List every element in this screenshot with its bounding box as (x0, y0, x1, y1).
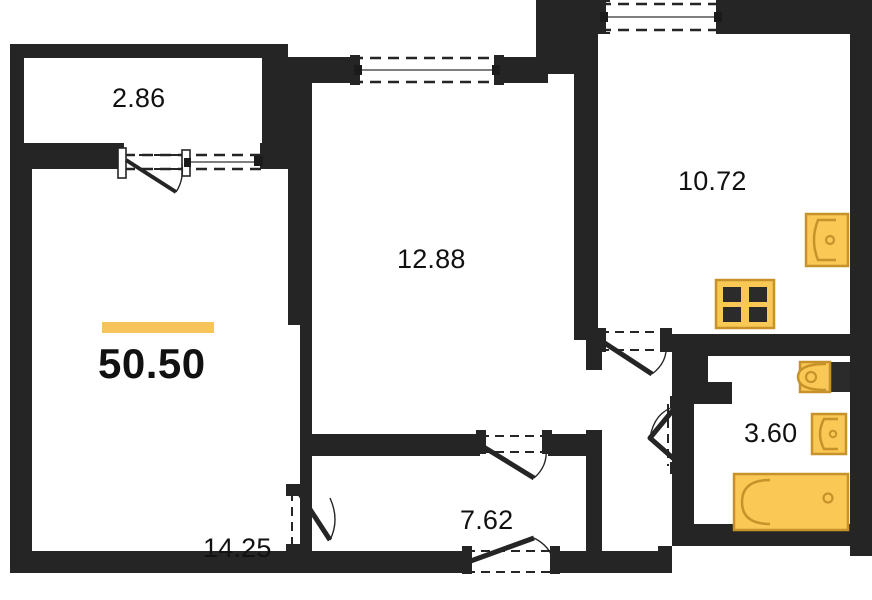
balcony-bottom-wall-right (260, 143, 288, 169)
bedroom-top-wall-left (300, 57, 358, 83)
room-label-bathroom: 3.60 (744, 418, 798, 448)
door-jamb-living-top (286, 484, 302, 496)
balcony-right-wall (262, 44, 288, 157)
bathtub-icon (732, 472, 850, 532)
living-room-door (291, 492, 336, 548)
bathroom-notch-horizontal (686, 382, 732, 404)
bathroom-door (647, 396, 694, 474)
bedroom-door (476, 430, 552, 481)
hallway-bottom-wall-left (300, 551, 466, 573)
hall-wall-lower (586, 430, 602, 572)
living-room-bottom-wall (10, 551, 312, 573)
toilet-icon (796, 360, 850, 394)
door-jamb-living-bottom (286, 544, 302, 556)
total-area-value: 50.50 (98, 340, 206, 387)
total-area-accent-bar (102, 322, 214, 333)
balcony-top-wall (10, 44, 288, 58)
bedroom-left-wall-mid (288, 155, 312, 325)
total-area-block: 50.50 (98, 322, 214, 388)
kitchen-window (596, 0, 726, 34)
room-label-living-room: 14.25 (203, 533, 272, 563)
bedroom-bottom-wall-right (548, 434, 586, 456)
fixtures (714, 212, 850, 532)
stove-icon (714, 278, 776, 330)
kitchen-top-wall-right (724, 0, 872, 34)
room-label-bedroom: 12.88 (397, 244, 466, 274)
bedroom-bottom-wall-left (300, 434, 480, 456)
bathroom-sink-icon (810, 412, 848, 456)
balcony-left-wall (10, 44, 24, 157)
kitchen-door (594, 328, 672, 377)
entry-door (462, 535, 560, 574)
bedroom-kitchen-wall (574, 44, 598, 340)
doors (117, 147, 694, 574)
walls (10, 0, 872, 573)
living-room-left-wall (10, 143, 32, 573)
room-label-hallway: 7.62 (460, 505, 514, 535)
hallway-bottom-wall-right (556, 551, 672, 573)
hallway-bottom-corner (658, 546, 672, 573)
kitchen-bottom-wall (672, 334, 850, 356)
room-label-balcony: 2.86 (112, 83, 166, 113)
balcony-door (117, 147, 184, 194)
right-exterior-wall (850, 0, 872, 556)
bedroom-window (350, 55, 504, 85)
room-label-kitchen: 10.72 (678, 166, 747, 196)
kitchen-sink-icon (804, 212, 850, 268)
windows (124, 0, 726, 177)
